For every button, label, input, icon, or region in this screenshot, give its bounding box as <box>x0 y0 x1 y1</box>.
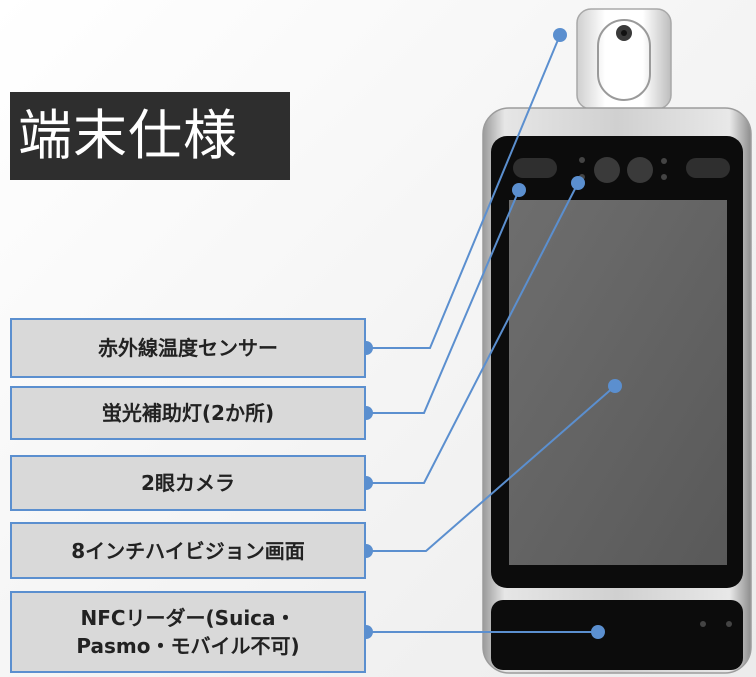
label-fill-light: 蛍光補助灯(2か所) <box>10 386 366 440</box>
infrared-sensor-module <box>576 8 672 110</box>
label-screen: 8インチハイビジョン画面 <box>10 522 366 579</box>
sensor-row <box>513 157 730 183</box>
label-dual-camera: 2眼カメラ <box>10 455 366 511</box>
callout-line-fill-light <box>366 189 520 414</box>
callout-dot-camera-end <box>571 176 585 190</box>
label-infrared-sensor: 赤外線温度センサー <box>10 318 366 378</box>
callout-line-infrared <box>366 34 561 349</box>
callout-dot-screen-end <box>608 379 622 393</box>
label-dual-camera-text: 2眼カメラ <box>141 471 235 495</box>
label-nfc-text-line2: Pasmo・モバイル不可) <box>76 634 300 658</box>
nfc-panel <box>491 600 743 670</box>
callout-dot-infrared-end <box>553 28 567 42</box>
label-nfc-text-line1: NFCリーダー(Suica・ <box>80 606 296 630</box>
page-title: 端末仕様 <box>10 92 290 180</box>
callout-dot-fill-light-end <box>512 183 526 197</box>
callout-line-camera <box>366 182 579 484</box>
callout-line-screen <box>366 385 616 552</box>
callout-dot-nfc-end <box>591 625 605 639</box>
label-screen-text: 8インチハイビジョン画面 <box>71 538 305 563</box>
label-nfc-reader: NFCリーダー(Suica・ Pasmo・モバイル不可) <box>10 591 366 673</box>
label-fill-light-text: 蛍光補助灯(2か所) <box>101 401 275 425</box>
label-infrared-sensor-text: 赤外線温度センサー <box>98 336 278 360</box>
